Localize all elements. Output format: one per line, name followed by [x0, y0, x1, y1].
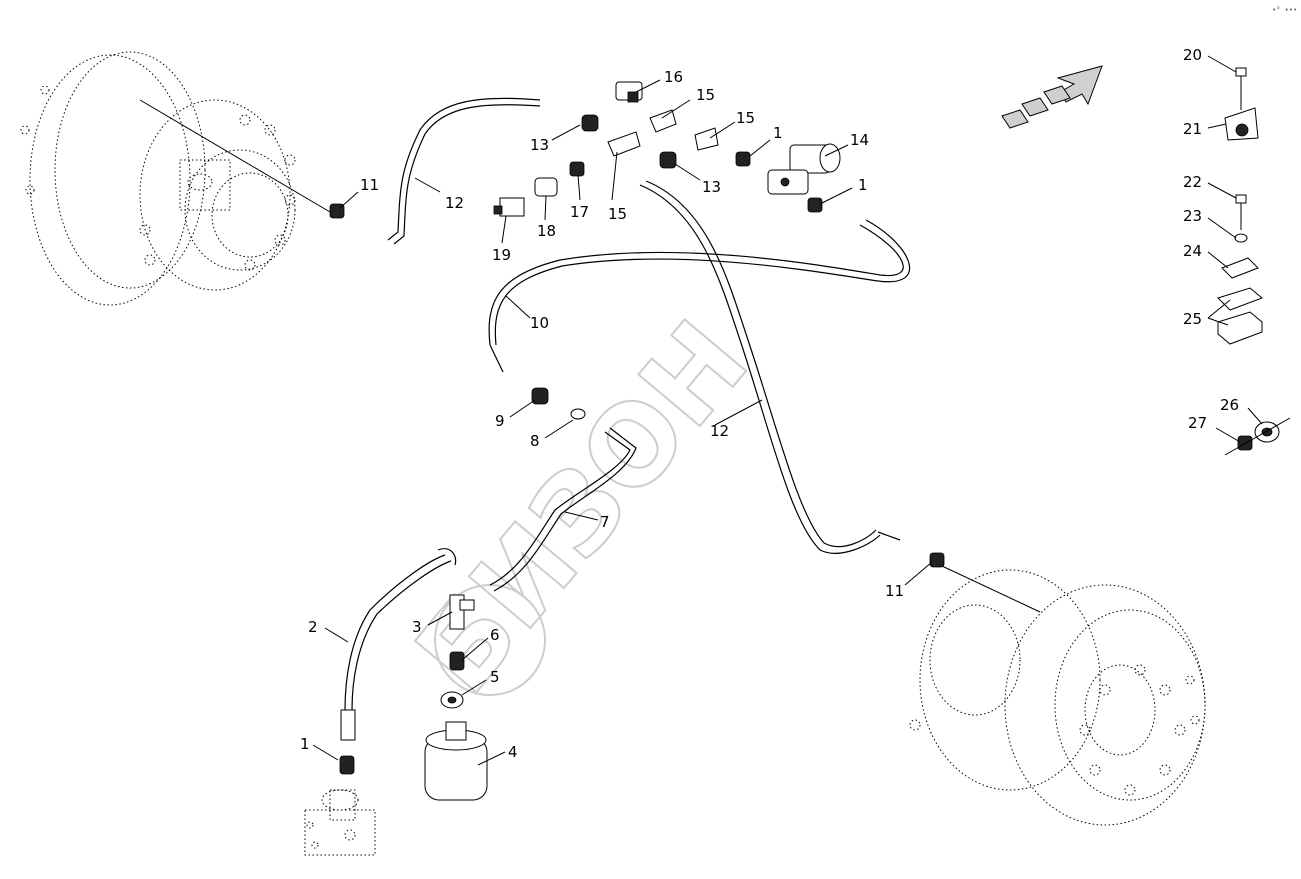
bolt-22 — [1235, 194, 1247, 230]
callout-15-b: 15 — [736, 109, 755, 127]
tee-15-b — [694, 127, 719, 151]
callout-12-top: 12 — [445, 194, 464, 212]
clamp-21 — [1224, 107, 1259, 141]
fitting-17 — [569, 161, 585, 177]
washer-8 — [570, 408, 586, 420]
callout-2: 2 — [308, 618, 318, 636]
callout-1-top: 1 — [773, 124, 783, 142]
nut-26 — [1254, 421, 1280, 443]
callout-5: 5 — [490, 668, 500, 686]
fitting-13-right — [659, 151, 677, 169]
callout-3: 3 — [412, 618, 422, 636]
hoses — [340, 97, 910, 741]
callout-13-left: 13 — [530, 136, 549, 154]
callout-22: 22 — [1183, 173, 1202, 191]
callout-26: 26 — [1220, 396, 1239, 414]
callout-6: 6 — [490, 626, 500, 644]
fitting-1-top — [735, 151, 751, 167]
tee-15-a — [649, 109, 677, 133]
callout-11-left: 11 — [360, 176, 379, 194]
callout-20: 20 — [1183, 46, 1202, 64]
fitting-18 — [534, 177, 558, 197]
washer-23 — [1234, 233, 1248, 243]
callout-11-right: 11 — [885, 582, 904, 600]
callout-1-right: 1 — [858, 176, 868, 194]
tee-15-c — [607, 131, 641, 157]
wheel-hub-bottom-right — [909, 565, 1206, 826]
bolt-20 — [1235, 67, 1247, 110]
callout-labels: 1 1 1 2 3 4 5 6 7 8 9 10 11 11 12 12 13 … — [300, 46, 1239, 761]
callout-17: 17 — [570, 203, 589, 221]
fitting-9 — [531, 387, 549, 405]
callout-7: 7 — [600, 513, 610, 531]
callout-13-right: 13 — [702, 178, 721, 196]
fitting-1-bottom — [339, 755, 355, 775]
valve-14 — [767, 143, 841, 195]
watermark-text: БИЗОН — [392, 298, 773, 717]
nut-5 — [440, 691, 464, 709]
callout-9: 9 — [495, 412, 505, 430]
fitting-11-right — [929, 552, 945, 568]
leader-lines — [312, 55, 1291, 766]
corner-mark: •° ••• — [1272, 6, 1297, 14]
callout-21: 21 — [1183, 120, 1202, 138]
valve-block — [304, 789, 376, 856]
callout-24: 24 — [1183, 242, 1202, 260]
callout-23: 23 — [1183, 207, 1202, 225]
clamp-assemblies — [1217, 67, 1280, 451]
fitting-16 — [615, 81, 643, 103]
callout-16: 16 — [664, 68, 683, 86]
callout-27: 27 — [1188, 414, 1207, 432]
callout-10: 10 — [530, 314, 549, 332]
switch-19 — [493, 197, 525, 217]
fittings — [329, 81, 945, 801]
callout-25: 25 — [1183, 310, 1202, 328]
watermark: БИЗОН — [391, 297, 774, 718]
callout-19: 19 — [492, 246, 511, 264]
callout-4: 4 — [508, 743, 518, 761]
plate-24 — [1221, 257, 1259, 279]
tee-3 — [449, 594, 475, 630]
fitting-6 — [449, 651, 465, 671]
fitting-27 — [1237, 435, 1253, 451]
callout-1-bottom: 1 — [300, 735, 310, 753]
callout-15-a: 15 — [696, 86, 715, 104]
wheel-hub-top-left — [20, 51, 331, 306]
clamp-25 — [1217, 287, 1263, 345]
callout-15-c: 15 — [608, 205, 627, 223]
callout-8: 8 — [530, 432, 540, 450]
callout-18: 18 — [537, 222, 556, 240]
fitting-13-left — [581, 114, 599, 132]
callout-12-mid: 12 — [710, 422, 729, 440]
callout-14: 14 — [850, 131, 869, 149]
fitting-1-right — [807, 197, 823, 213]
accumulator-4 — [424, 721, 488, 801]
forward-direction-arrow-icon — [1001, 65, 1103, 129]
